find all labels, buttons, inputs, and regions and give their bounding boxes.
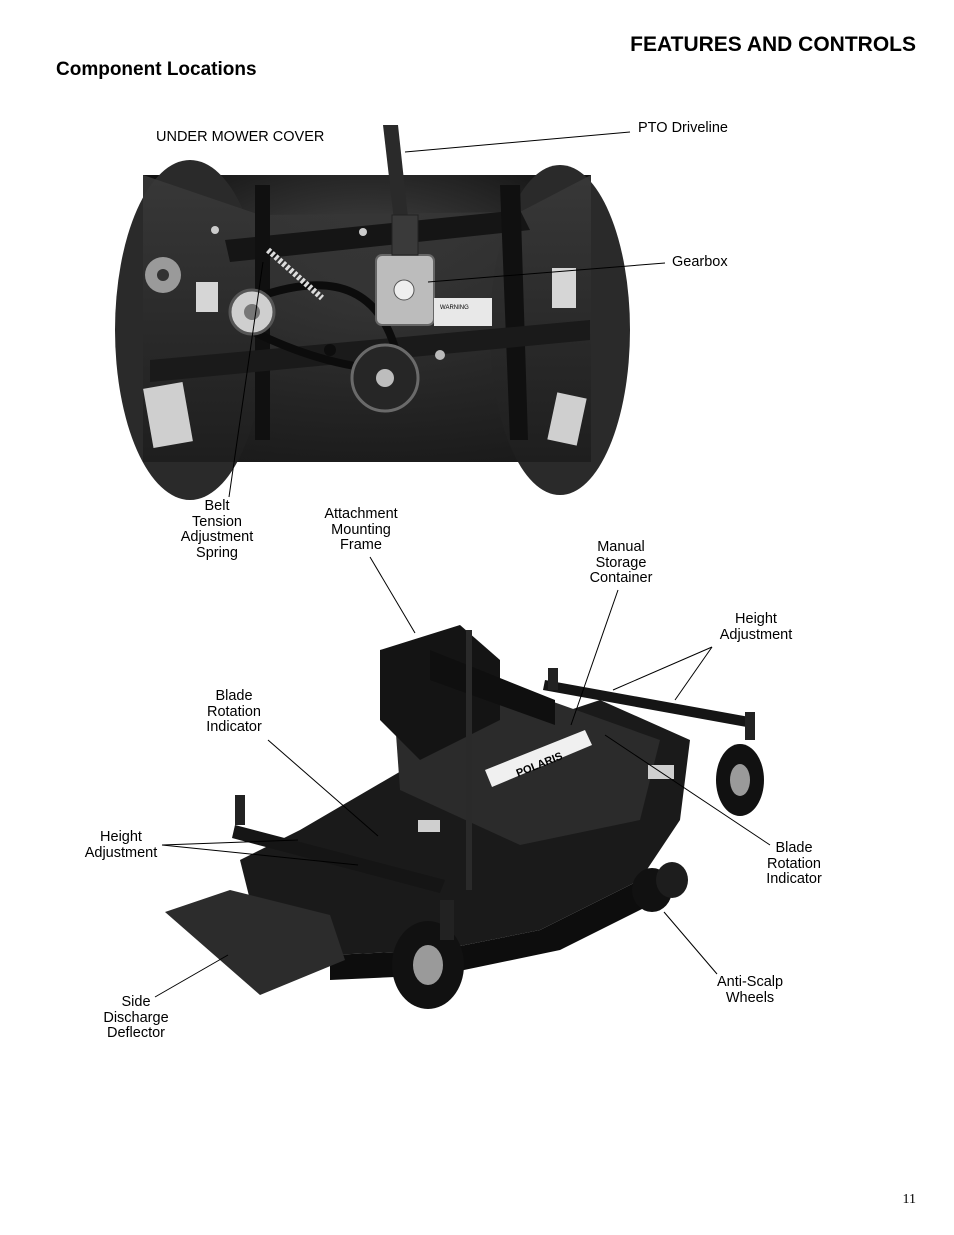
attachment-mounting-frame-label: Attachment Mounting Frame: [324, 506, 398, 553]
height-adjustment-left-label: Height Adjustment: [84, 829, 158, 861]
page-number: 11: [902, 1192, 916, 1207]
page-header-title: FEATURES AND CONTROLS: [630, 33, 916, 56]
side-discharge-deflector-label: Side Discharge Deflector: [103, 994, 169, 1041]
blade-rotation-indicator-left-label: Blade Rotation Indicator: [206, 688, 262, 735]
anti-scalp-wheels-label: Anti-Scalp Wheels: [716, 974, 784, 1006]
section-title: Component Locations: [56, 59, 257, 80]
blade-rotation-indicator-right-label: Blade Rotation Indicator: [766, 840, 822, 887]
under-mower-cover-caption: UNDER MOWER COVER: [156, 129, 325, 145]
pto-driveline-label: PTO Driveline: [638, 120, 728, 136]
mower-photo: POLARIS: [165, 625, 764, 1009]
warning-decal-text: WARNING: [440, 305, 469, 311]
height-adjustment-right-label: Height Adjustment: [719, 611, 793, 643]
leader-lines: [154, 131, 771, 998]
gearbox-label: Gearbox: [672, 254, 728, 270]
under-cover-photo: WARNING: [115, 125, 630, 500]
belt-tension-spring-label: Belt Tension Adjustment Spring: [180, 498, 254, 561]
manual-storage-container-label: Manual Storage Container: [589, 539, 653, 586]
